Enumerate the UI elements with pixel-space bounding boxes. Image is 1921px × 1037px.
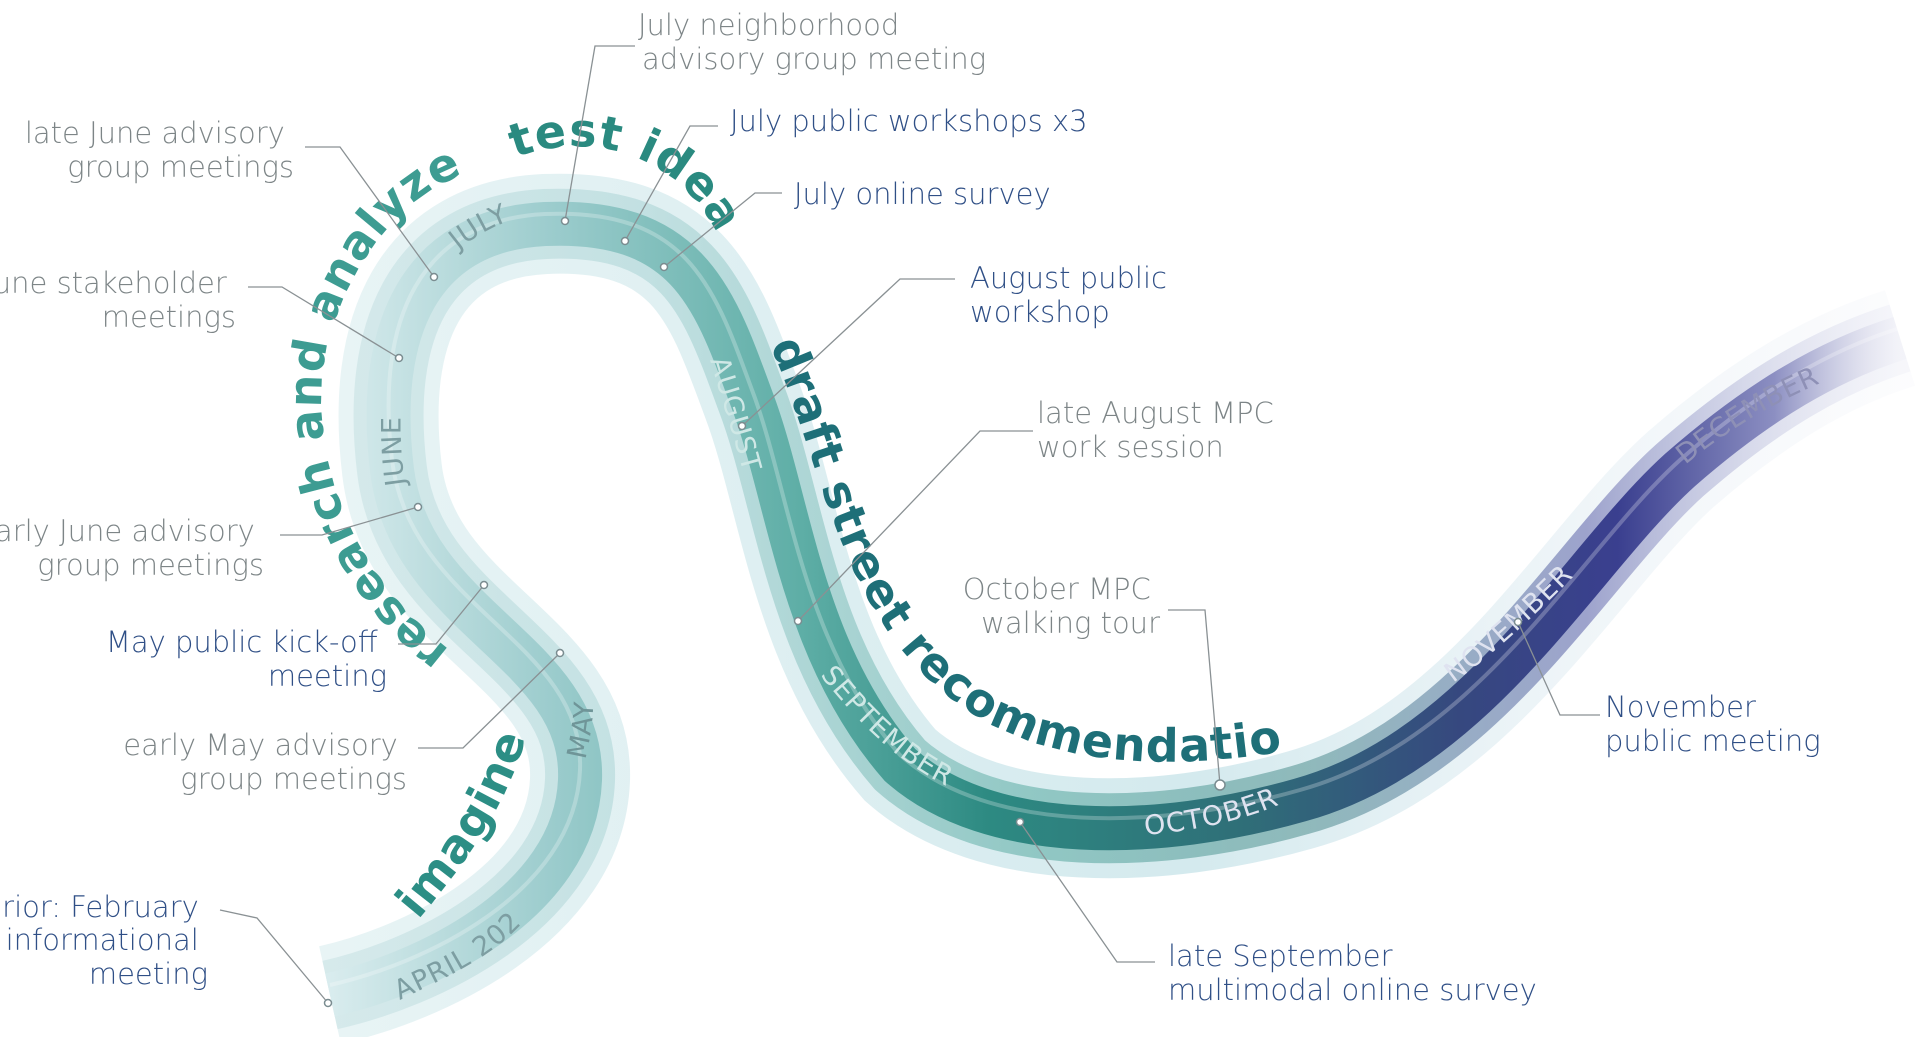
leader-july-survey xyxy=(663,192,782,268)
label-july-workshops: July public workshops x3 xyxy=(730,104,1088,138)
dot-july-workshops xyxy=(620,236,630,246)
leader-late-june xyxy=(305,146,435,278)
leader-lines xyxy=(219,45,1600,1004)
dot-july-neighborhood xyxy=(560,216,570,226)
dot-november xyxy=(1513,617,1523,627)
leader-july-neighborhood xyxy=(564,45,635,222)
leader-early-june xyxy=(280,506,419,536)
leader-august xyxy=(741,278,955,427)
dot-july-survey xyxy=(659,262,669,272)
dot-early-may xyxy=(555,648,565,658)
dot-august xyxy=(737,421,747,431)
leader-june-stakeholder xyxy=(248,286,400,359)
label-august-workshop: August public workshop xyxy=(970,261,1176,329)
label-july-neighborhood: July neighborhood advisory group meeting xyxy=(638,8,986,76)
dot-early-june xyxy=(413,502,423,512)
label-early-may: early May advisory group meetings xyxy=(123,728,407,796)
dot-late-june xyxy=(429,272,439,282)
label-june-stakeholder: June stakeholder meetings xyxy=(0,266,236,334)
label-november-meeting: November public meeting xyxy=(1605,690,1821,758)
label-late-june: late June advisory group meetings xyxy=(25,116,294,184)
leader-november xyxy=(1517,621,1600,716)
leader-october-mpc xyxy=(1168,609,1221,786)
dot-october-mpc xyxy=(1214,779,1226,791)
label-early-june: early June advisory group meetings xyxy=(0,514,264,582)
event-dots xyxy=(323,216,1523,1008)
label-feb-meeting: prior: February informational meeting xyxy=(0,890,208,991)
label-may-kickoff: May public kick-off meeting xyxy=(106,625,387,693)
label-october-mpc: October MPC walking tour xyxy=(963,572,1160,640)
month-june: JUNE xyxy=(377,416,412,490)
leader-may-kickoff xyxy=(398,584,485,645)
dot-late-september xyxy=(1015,817,1025,827)
label-july-survey: July online survey xyxy=(794,177,1051,211)
leader-late-september xyxy=(1019,821,1155,963)
leader-early-may xyxy=(418,652,561,749)
dot-may-kickoff xyxy=(479,580,489,590)
leader-july-workshops xyxy=(624,125,718,242)
label-late-september: late September multimodal online survey xyxy=(1168,939,1537,1007)
dot-june-stakeholder xyxy=(394,353,404,363)
leader-late-august xyxy=(797,430,1033,622)
label-late-august-mpc: late August MPC work session xyxy=(1037,396,1283,464)
dot-late-august xyxy=(793,616,803,626)
dot-feb xyxy=(323,998,333,1008)
leader-feb xyxy=(219,909,329,1004)
